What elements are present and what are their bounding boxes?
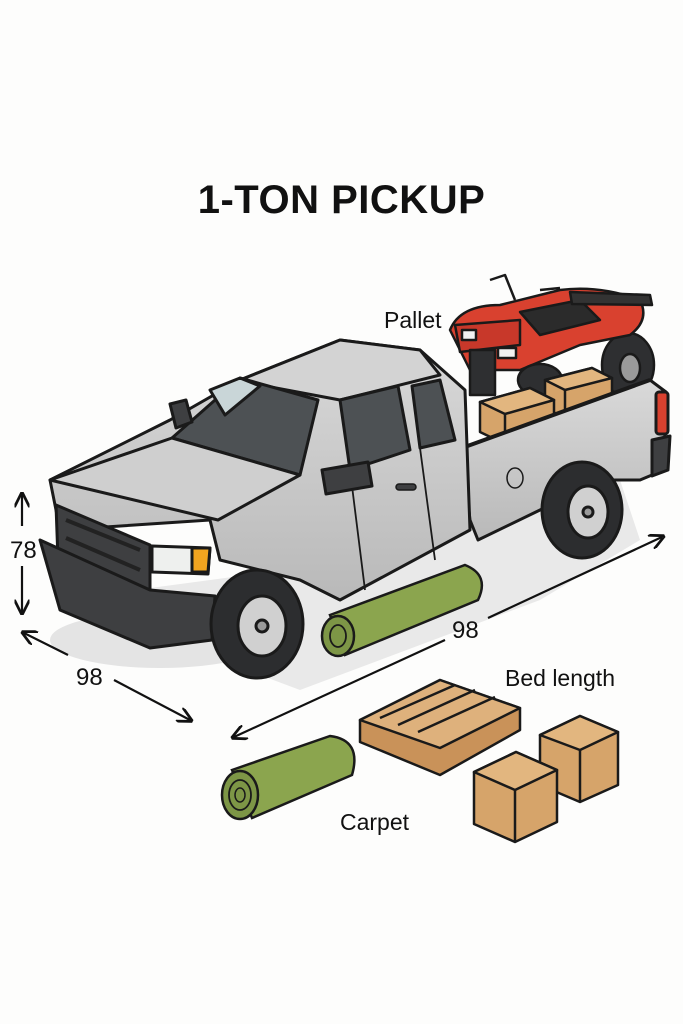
ground-box-back	[538, 714, 620, 804]
ground-box-front	[472, 750, 559, 844]
carpet-roll	[220, 734, 356, 821]
dimension-height: 78	[10, 537, 37, 564]
label-carpet: Carpet	[340, 809, 410, 835]
length-arrow-left	[234, 639, 446, 737]
pickup-truck	[38, 338, 672, 680]
dimension-length: 98	[452, 617, 479, 644]
length-arrow-right	[487, 537, 662, 619]
label-pallet: Pallet	[384, 307, 442, 333]
wooden-pallet	[358, 678, 522, 777]
diagram-title: 1-TON PICKUP	[197, 178, 486, 222]
width-arrow-right	[113, 679, 190, 720]
carpet-roll-near-truck	[320, 563, 484, 658]
width-arrow-left	[24, 633, 69, 656]
dimension-width: 98	[76, 664, 103, 691]
label-bed-length: Bed length	[505, 665, 615, 691]
dimension-arrows	[22, 495, 662, 737]
